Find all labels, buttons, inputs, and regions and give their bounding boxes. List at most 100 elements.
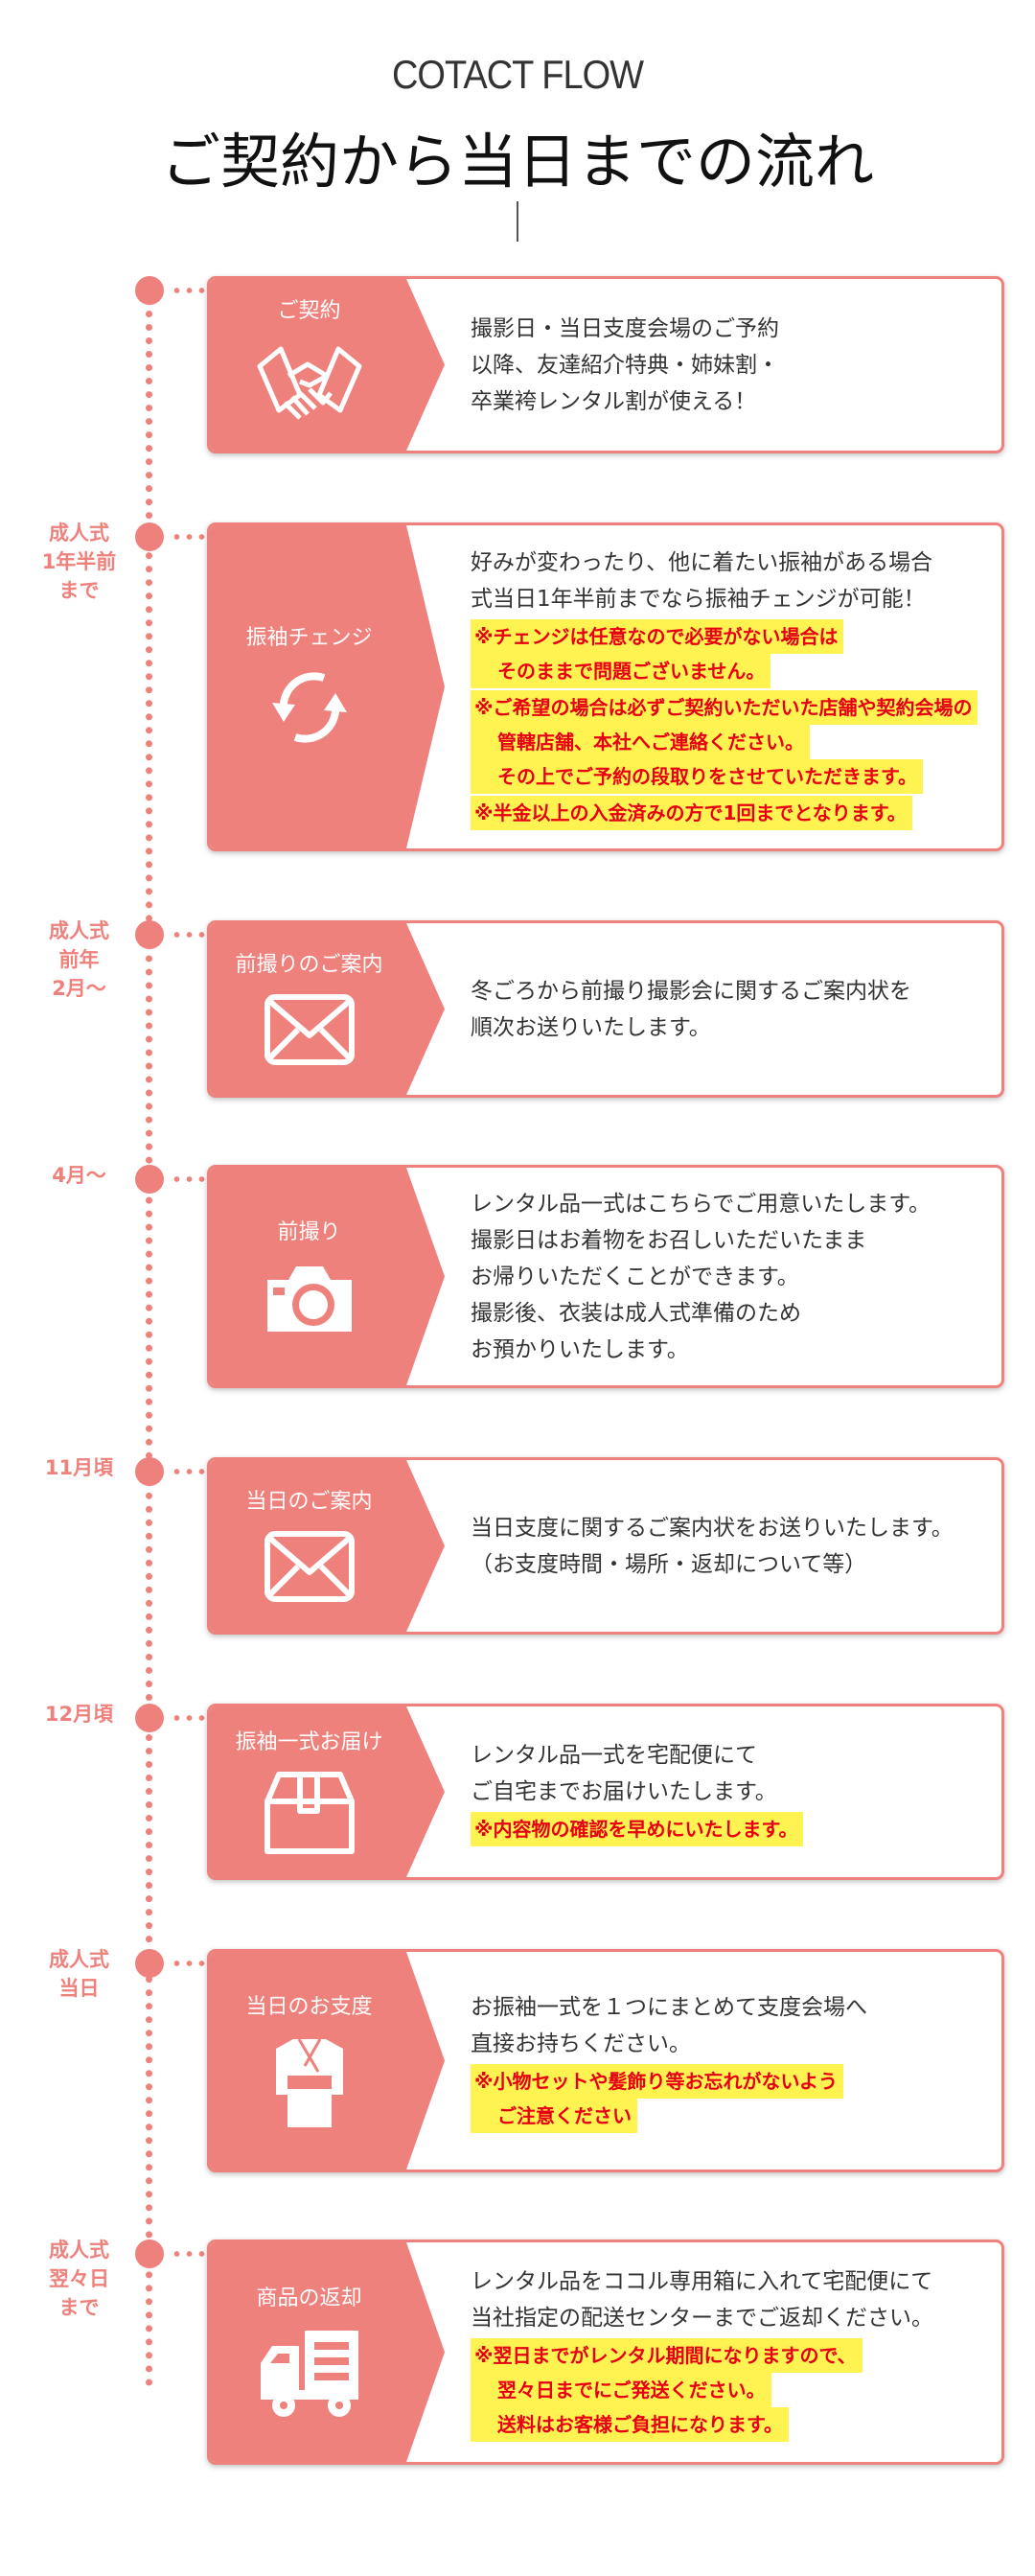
timeline-dot xyxy=(135,1949,164,1978)
step-label: 振袖チェンジ xyxy=(245,625,373,650)
step-label-panel: 商品の返却 xyxy=(210,2242,445,2462)
description-line: 冬ごろから前撮り撮影会に関するご案内状を xyxy=(471,978,911,1004)
section-subtitle: COTACT FLOW xyxy=(391,53,644,99)
description-line: レンタル品一式を宅配便にて xyxy=(471,1743,757,1768)
timing-line: まで xyxy=(58,579,100,602)
step-description: 当日支度に関するご案内状をお送りいたします。 （お支度時間・場所・返却について等） xyxy=(461,1460,963,1632)
page-title: ご契約から当日までの流れ xyxy=(160,127,874,197)
step-label: 前撮りのご案内 xyxy=(235,952,383,977)
description-line: （お支度時間・場所・返却について等） xyxy=(471,1551,867,1577)
step-label: 振袖一式お届け xyxy=(235,1730,383,1754)
step-timing: 成人式当日 xyxy=(19,1945,139,2003)
handshake-icon xyxy=(252,337,403,437)
description-line: 以降、友達紹介特典・姉妹割・ xyxy=(471,352,779,378)
step-description: お振袖一式を１つにまとめて支度会場へ直接お持ちください。 ※小物セットや髪飾り等お… xyxy=(461,1952,877,2170)
timing-line: 当日 xyxy=(58,1977,100,2000)
step-card: 振袖一式お届けレンタル品一式を宅配便にてご自宅までお届けいたします。 ※内容物の確… xyxy=(207,1704,1004,1880)
step-label-panel: 振袖チェンジ xyxy=(210,525,445,848)
description-line: レンタル品一式はこちらでご用意いたします。 xyxy=(471,1191,932,1217)
step-label: 当日のお支度 xyxy=(245,1994,373,2019)
timeline-connector xyxy=(171,534,209,540)
description-line: 撮影後、衣装は成人式準備のため xyxy=(471,1300,801,1326)
timing-line: 成人式 xyxy=(49,2239,109,2262)
step-timing: 成人式翌々日まで xyxy=(19,2236,139,2322)
timeline-connector xyxy=(171,1176,209,1182)
step-timing: 4月〜 xyxy=(19,1161,139,1190)
highlight-note: ※内容物の確認を早めにいたします。 xyxy=(471,1812,804,1846)
highlight-note: ※翌日までがレンタル期間になりますので、翌々日までにご発送ください。送料はお客様… xyxy=(471,2337,933,2442)
step-label-panel: 当日のお支度 xyxy=(210,1952,445,2170)
step-label: ご契約 xyxy=(277,298,341,323)
step-timing: 11月頃 xyxy=(19,1453,139,1482)
step-label-panel: 前撮り xyxy=(210,1168,445,1385)
highlight-note: ※ご希望の場合は必ずご契約いただいた店舗や契約会場の管轄店舗、本社へご連絡くださ… xyxy=(471,689,978,794)
timeline-dot xyxy=(135,276,164,305)
timing-line: 4月〜 xyxy=(52,1164,106,1187)
highlight-note: ※小物セットや髪飾り等お忘れがないようご注意ください xyxy=(471,2063,867,2133)
step-card: 前撮りのご案内冬ごろから前撮り撮影会に関するご案内状を順次お送りいたします。 xyxy=(207,920,1004,1098)
description-line: 撮影日はお着物をお召しいただいたまま xyxy=(471,1227,867,1253)
description-line: 順次お送りいたします。 xyxy=(471,1014,711,1040)
camera-icon xyxy=(262,1259,394,1339)
timing-line: 成人式 xyxy=(49,1948,109,1971)
step-label: 当日のご案内 xyxy=(245,1489,373,1514)
description-line: ご自宅までお届けいたします。 xyxy=(471,1779,777,1804)
description-line: 式当日1年半前までなら振袖チェンジが可能！ xyxy=(471,586,926,612)
step-timing: 12月頃 xyxy=(19,1700,139,1729)
timeline-dot xyxy=(135,920,164,949)
note-line: ※翌日までがレンタル期間になりますので、 xyxy=(471,2337,862,2373)
timing-line: 前年 xyxy=(58,948,100,971)
step-description: 冬ごろから前撮り撮影会に関するご案内状を順次お送りいたします。 xyxy=(461,923,921,1095)
step-card: 振袖チェンジ 好みが変わったり、他に着たい振袖がある場合式当日1年半前までなら振袖… xyxy=(207,522,1004,851)
note-line: ※半金以上の入金済みの方で1回までとなります。 xyxy=(471,795,912,830)
timeline-connector xyxy=(171,1961,209,1966)
step-label-panel: ご契約 xyxy=(210,279,445,451)
step-description: レンタル品をココル専用箱に入れて宅配便にて当社指定の配送センターまでご返却くださ… xyxy=(461,2242,943,2462)
step-label-panel: 前撮りのご案内 xyxy=(210,923,445,1095)
step-label-panel: 振袖一式お届け xyxy=(210,1706,445,1877)
timeline-dot xyxy=(135,1457,164,1486)
timing-line: 12月頃 xyxy=(44,1703,114,1726)
timeline-dot xyxy=(135,522,164,551)
timeline-dot xyxy=(135,1704,164,1732)
timeline-connector xyxy=(171,932,209,938)
timeline-line xyxy=(146,297,152,2387)
note-line: ご注意ください xyxy=(471,2098,637,2133)
step-timing: 成人式 1年半前まで xyxy=(19,519,139,605)
timing-line: 2月〜 xyxy=(52,977,106,1000)
timing-line: 1年半前 xyxy=(41,550,117,573)
timeline-connector xyxy=(171,1469,209,1474)
refresh-arrows-icon xyxy=(266,664,389,754)
note-line: そのままで問題ございません。 xyxy=(471,653,771,688)
step-card: 商品の返却 レンタル品をココル専用箱に入れて宅配便にて当社指定の配送センターまでご… xyxy=(207,2239,1004,2465)
description-line: 卒業袴レンタル割が使える！ xyxy=(471,388,757,414)
truck-icon xyxy=(257,2325,399,2425)
step-label: 商品の返却 xyxy=(256,2286,362,2310)
description-line: 撮影日・当日支度会場のご予約 xyxy=(471,315,779,341)
envelope-icon xyxy=(262,1528,394,1609)
step-label-panel: 当日のご案内 xyxy=(210,1460,445,1632)
timeline-dot xyxy=(135,2239,164,2268)
step-description: 撮影日・当日支度会場のご予約以降、友達紹介特典・姉妹割・卒業袴レンタル割が使える… xyxy=(461,279,789,451)
step-description: レンタル品一式を宅配便にてご自宅までお届けいたします。 ※内容物の確認を早めにいた… xyxy=(461,1706,813,1877)
divider xyxy=(517,201,518,242)
description-line: お振袖一式を１つにまとめて支度会場へ xyxy=(471,1994,867,2020)
timing-line: 成人式 xyxy=(49,522,109,545)
description-line: 当日支度に関するご案内状をお送りいたします。 xyxy=(471,1515,954,1541)
kimono-icon xyxy=(266,2033,389,2133)
description-line: 直接お持ちください。 xyxy=(471,2031,691,2056)
note-line: ※チェンジは任意なので必要がない場合は xyxy=(471,618,844,654)
envelope-icon xyxy=(262,991,394,1072)
step-card: ご契約撮影日・当日支度会場のご予約以降、友達紹介特典・姉妹割・卒業袴レンタル割が… xyxy=(207,276,1004,453)
timeline-connector xyxy=(171,1715,209,1721)
description-line: お帰りいただくことができます。 xyxy=(471,1264,799,1289)
box-icon xyxy=(262,1769,394,1859)
step-card: 前撮りレンタル品一式はこちらでご用意いたします。撮影日はお着物をお召しいただいた… xyxy=(207,1165,1004,1388)
description-line: 当社指定の配送センターまでご返却ください。 xyxy=(471,2305,933,2331)
step-card: 当日のご案内当日支度に関するご案内状をお送りいたします。 （お支度時間・場所・返却… xyxy=(207,1457,1004,1635)
description-line: 好みが変わったり、他に着たい振袖がある場合 xyxy=(471,549,933,575)
note-line: 翌々日までにご発送ください。 xyxy=(471,2372,771,2407)
highlight-note: ※チェンジは任意なので必要がない場合はそのままで問題ございません。 xyxy=(471,618,978,688)
timeline-connector xyxy=(171,2251,209,2257)
highlight-note: ※半金以上の入金済みの方で1回までとなります。 xyxy=(471,795,978,830)
